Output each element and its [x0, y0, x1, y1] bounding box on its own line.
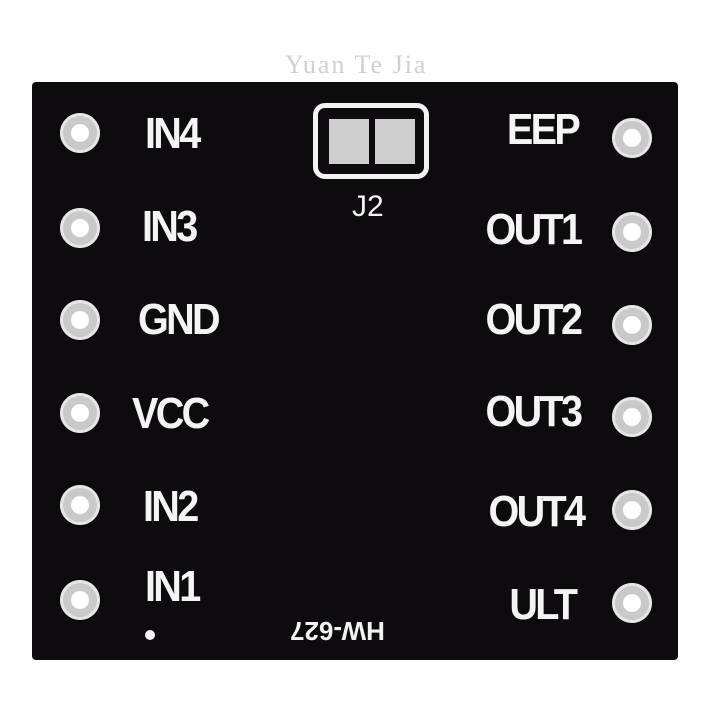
jumper-pad-left — [329, 119, 369, 164]
pin-label-out3: OUT3 — [485, 387, 583, 436]
pin-label-eep: EEP — [506, 105, 581, 154]
pin-label-out4: OUT4 — [488, 487, 586, 536]
pin-pad-gnd — [60, 300, 100, 340]
pin-pad-out4 — [612, 490, 652, 530]
jumper-j2 — [313, 103, 429, 179]
pin-label-vcc: VCC — [132, 389, 210, 438]
pin-label-out2: OUT2 — [485, 295, 583, 344]
pin-pad-out2 — [612, 305, 652, 345]
pin-pad-out3 — [612, 397, 652, 437]
pin-label-ult: ULT — [509, 580, 578, 629]
pin-pad-in4 — [60, 113, 100, 153]
pin-label-gnd: GND — [138, 295, 221, 344]
pin-label-in4: IN4 — [145, 109, 201, 158]
pin-pad-out1 — [612, 212, 652, 252]
watermark: Yuan Te Jia — [285, 50, 428, 79]
pin-pad-in3 — [60, 208, 100, 248]
jumper-pad-right — [375, 119, 415, 164]
pin-label-in1: IN1 — [145, 562, 201, 611]
pin-pad-in1 — [60, 580, 100, 620]
pin-pad-ult — [612, 583, 652, 623]
pin-pad-vcc — [60, 393, 100, 433]
pin1-marker — [145, 630, 155, 640]
pin-pad-in2 — [60, 485, 100, 525]
model-text: HW-627 — [290, 616, 385, 646]
pin-pad-eep — [612, 118, 652, 158]
pin-label-in3: IN3 — [142, 202, 198, 251]
jumper-label: J2 — [352, 190, 384, 223]
pin-label-out1: OUT1 — [485, 205, 583, 254]
pin-label-in2: IN2 — [143, 482, 199, 531]
